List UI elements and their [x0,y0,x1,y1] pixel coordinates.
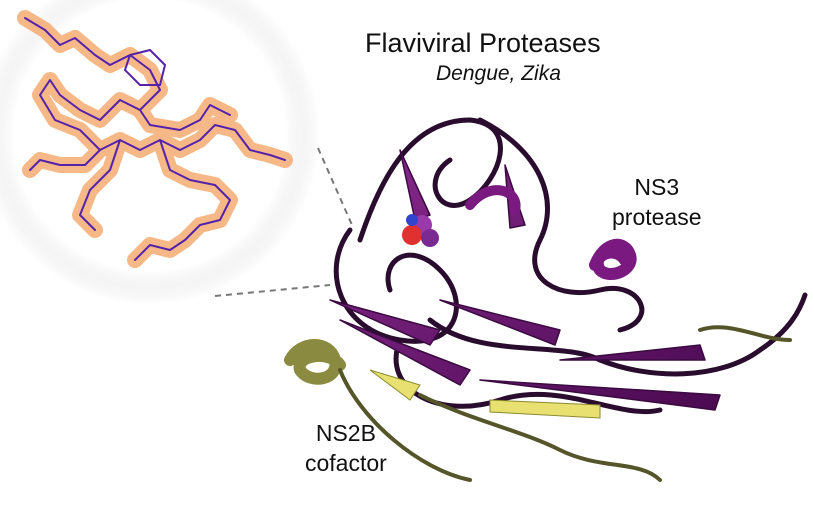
leader-line [317,147,353,226]
ns3-label-line1: NS3 [634,174,680,200]
ns2b-label-line2: cofactor [305,450,387,476]
ns3-protease-ribbon [329,117,808,415]
figure-title: Flaviviral Proteases [365,28,601,58]
ns2b-label: NS2B cofactor [305,418,387,478]
ns3-label-line2: protease [612,204,702,230]
figure-subtitle: Dengue, Zika [436,62,561,85]
ns3-label: NS3 protease [612,172,702,232]
ns2b-label-line1: NS2B [315,420,376,446]
ns2b-cofactor-ribbon [284,325,792,482]
leader-line [214,284,331,297]
inhibitor-spheres [402,214,439,247]
ligand-density-inset [17,10,293,268]
